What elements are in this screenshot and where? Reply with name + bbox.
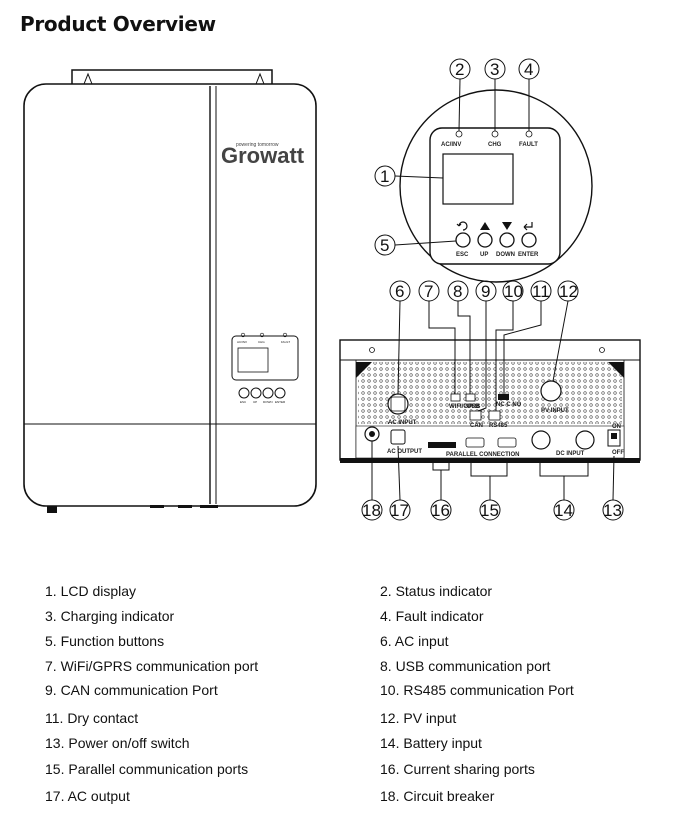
bottom-view-illustration: AC INPUT WIFI/GPRS USB CAN RS485 NC C NO… bbox=[339, 280, 641, 521]
callout-16: 16 bbox=[431, 501, 450, 520]
list-item: 16. Current sharing ports bbox=[380, 761, 535, 777]
chg-label: CHG bbox=[488, 142, 502, 148]
svg-text:AC/INV: AC/INV bbox=[237, 340, 247, 344]
svg-text:FAULT: FAULT bbox=[281, 340, 290, 344]
battery-input-negative bbox=[531, 430, 551, 450]
callout-9: 9 bbox=[481, 282, 490, 301]
callout-7: 7 bbox=[424, 282, 433, 301]
svg-text:CHG: CHG bbox=[258, 340, 265, 344]
svg-text:DOWN: DOWN bbox=[263, 400, 273, 404]
svg-text:OFF: OFF bbox=[612, 450, 624, 456]
enter-button bbox=[521, 232, 537, 248]
down-button bbox=[499, 232, 515, 248]
current-sharing-port bbox=[428, 442, 456, 448]
pv-input-port bbox=[540, 380, 562, 402]
callout-13: 13 bbox=[603, 501, 622, 520]
ac-output-port bbox=[390, 429, 406, 445]
front-buttons: ESC UP DOWN ENTER bbox=[238, 387, 286, 404]
svg-text:PARALLEL CONNECTION: PARALLEL CONNECTION bbox=[446, 452, 519, 458]
svg-text:DC INPUT: DC INPUT bbox=[556, 451, 585, 457]
ac-inv-label: AC/INV bbox=[441, 142, 461, 148]
brand-tagline: powering tomorrow bbox=[236, 142, 279, 148]
svg-text:PV INPUT: PV INPUT bbox=[541, 408, 569, 414]
svg-text:NC C NO: NC C NO bbox=[496, 402, 522, 408]
svg-text:RS485: RS485 bbox=[489, 423, 508, 429]
list-item: 12. PV input bbox=[380, 710, 457, 726]
parallel-port-1 bbox=[465, 437, 485, 448]
svg-text:CAN: CAN bbox=[470, 423, 483, 429]
svg-text:AC OUTPUT: AC OUTPUT bbox=[387, 449, 422, 455]
battery-input-positive bbox=[575, 430, 595, 450]
svg-text:USB: USB bbox=[467, 404, 480, 410]
callout-12: 12 bbox=[559, 282, 578, 301]
list-item: 6. AC input bbox=[380, 633, 449, 649]
list-item: 18. Circuit breaker bbox=[380, 788, 495, 804]
callout-6: 6 bbox=[395, 282, 404, 301]
esc-button bbox=[455, 232, 471, 248]
brand-logo: Growatt bbox=[221, 143, 305, 168]
front-lcd-screen bbox=[237, 347, 269, 373]
list-item: 7. WiFi/GPRS communication port bbox=[45, 658, 259, 674]
wifi-gprs-port bbox=[450, 393, 461, 402]
callout-2: 2 bbox=[455, 60, 464, 79]
lcd-detail-illustration: AC/INV CHG FAULT ESC UP DOWN ENTER 1 2 3… bbox=[374, 58, 593, 283]
can-port bbox=[469, 410, 482, 421]
svg-text:DOWN: DOWN bbox=[496, 252, 515, 258]
callout-18: 18 bbox=[362, 501, 381, 520]
svg-text:WIFI/GPRS: WIFI/GPRS bbox=[449, 404, 480, 410]
callout-15: 15 bbox=[480, 501, 499, 520]
list-item: 9. CAN communication Port bbox=[45, 682, 218, 698]
callout-8: 8 bbox=[453, 282, 462, 301]
list-item: 15. Parallel communication ports bbox=[45, 761, 249, 777]
callouts-top bbox=[389, 280, 579, 412]
svg-text:ESC: ESC bbox=[240, 400, 247, 404]
callout-3: 3 bbox=[490, 60, 499, 79]
list-item: 2. Status indicator bbox=[380, 583, 493, 599]
inverter-front-illustration: Growatt powering tomorrow AC/INV CHG FAU… bbox=[23, 69, 317, 513]
callout-11: 11 bbox=[532, 282, 550, 301]
svg-text:ESC: ESC bbox=[456, 252, 469, 258]
svg-text:UP: UP bbox=[480, 252, 488, 258]
rs485-port bbox=[488, 410, 501, 421]
list-item: 14. Battery input bbox=[380, 735, 482, 751]
svg-text:AC INPUT: AC INPUT bbox=[388, 420, 417, 426]
list-item: 4. Fault indicator bbox=[380, 608, 484, 624]
svg-text:ENTER: ENTER bbox=[518, 252, 539, 258]
dry-contact-port bbox=[498, 394, 509, 400]
list-item: 11. Dry contact bbox=[45, 710, 139, 726]
page-title: Product Overview bbox=[20, 12, 216, 36]
inverter-body bbox=[23, 83, 317, 507]
callout-14: 14 bbox=[554, 501, 573, 520]
list-item: 1. LCD display bbox=[45, 583, 137, 599]
list-item: 13. Power on/off switch bbox=[45, 735, 190, 751]
callout-4: 4 bbox=[524, 60, 533, 79]
list-item: 8. USB communication port bbox=[380, 658, 551, 674]
lcd-screen bbox=[442, 153, 514, 205]
up-button bbox=[477, 232, 493, 248]
list-item: 3. Charging indicator bbox=[45, 608, 175, 624]
list-item: 17. AC output bbox=[45, 788, 130, 804]
callouts-bottom bbox=[361, 441, 624, 521]
parallel-port-2 bbox=[497, 437, 517, 448]
callout-17: 17 bbox=[390, 501, 409, 520]
svg-text:ON: ON bbox=[612, 424, 621, 430]
list-item: 10. RS485 communication Port bbox=[380, 682, 574, 698]
svg-text:UP: UP bbox=[253, 400, 257, 404]
fault-label: FAULT bbox=[519, 142, 538, 148]
callout-10: 10 bbox=[504, 282, 523, 301]
callout-1: 1 bbox=[380, 167, 389, 186]
list-item: 5. Function buttons bbox=[45, 633, 165, 649]
svg-text:ENTER: ENTER bbox=[275, 400, 286, 404]
callout-5: 5 bbox=[380, 236, 389, 255]
usb-port bbox=[465, 393, 476, 402]
